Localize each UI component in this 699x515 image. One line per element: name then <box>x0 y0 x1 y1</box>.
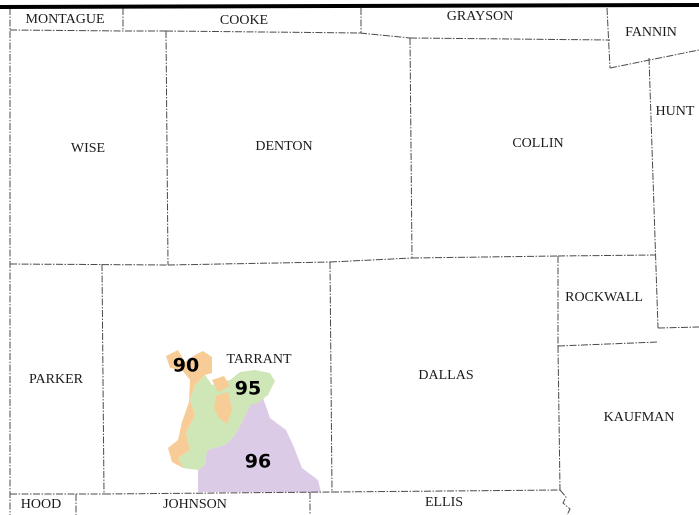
district-90-area-north <box>212 376 230 392</box>
district-label-90: 90 <box>172 354 200 377</box>
district-90-area <box>166 350 212 468</box>
county-label-hood: HOOD <box>20 497 62 512</box>
county-label-kaufman: KAUFMAN <box>603 410 675 425</box>
county-label-johnson: JOHNSON <box>163 497 227 512</box>
county-borders <box>9 7 699 515</box>
county-label-ellis: ELLIS <box>424 495 464 510</box>
county-label-collin: COLLIN <box>512 136 564 151</box>
county-label-grayson: GRAYSON <box>446 9 514 24</box>
district-label-96: 96 <box>244 450 272 473</box>
county-label-wise: WISE <box>70 141 106 156</box>
county-label-rockwall: ROCKWALL <box>565 290 643 305</box>
district-label-95: 95 <box>234 377 262 400</box>
county-label-tarrant: TARRANT <box>226 352 292 367</box>
county-label-hunt: HUNT <box>655 104 695 119</box>
county-label-fannin: FANNIN <box>625 25 677 40</box>
map-top-border <box>0 3 699 9</box>
district-90-area-east <box>214 392 232 424</box>
county-label-dallas: DALLAS <box>418 368 474 383</box>
county-label-cooke: COOKE <box>219 13 269 28</box>
county-label-denton: DENTON <box>255 139 313 154</box>
county-label-parker: PARKER <box>29 372 83 387</box>
district-96-area <box>198 395 321 492</box>
county-label-montague: MONTAGUE <box>25 12 105 27</box>
